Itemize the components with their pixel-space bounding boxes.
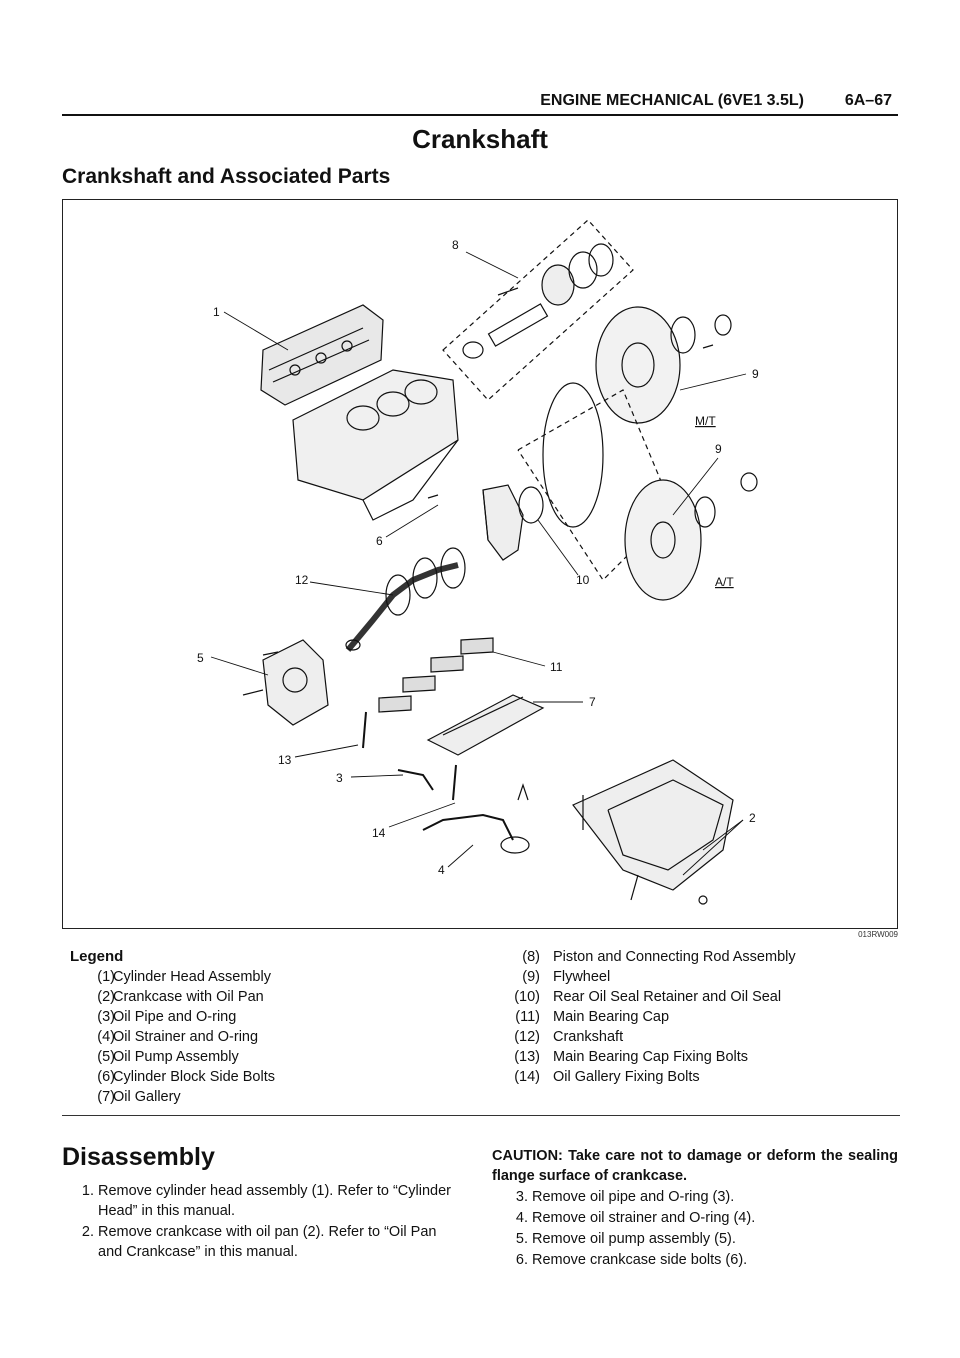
- engine-block-drawing: [292, 369, 459, 521]
- legend-right-column: (8)Piston and Connecting Rod Assembly (9…: [492, 947, 796, 1087]
- oil-gallery-drawing: [426, 694, 545, 756]
- callout-4: 4: [438, 863, 445, 877]
- legend-item: (8)Piston and Connecting Rod Assembly: [522, 949, 796, 965]
- legend-item: (3)Oil Pipe and O-ring: [97, 1009, 237, 1025]
- callout-10: 10: [576, 573, 590, 587]
- crankcase-oil-pan-drawing: [572, 759, 734, 905]
- legend-item: (10)Rear Oil Seal Retainer and Oil Seal: [514, 989, 782, 1005]
- page-number: 6A–67: [844, 92, 892, 109]
- rear-seal-retainer-drawing: [482, 484, 544, 561]
- legend-item: (5)Oil Pump Assembly: [97, 1049, 239, 1065]
- legend-item: (7)Oil Gallery: [97, 1089, 181, 1105]
- step-item: 1.Remove cylinder head assembly (1). Ref…: [81, 1183, 451, 1219]
- callout-12: 12: [295, 573, 309, 587]
- legend-item: (13)Main Bearing Cap Fixing Bolts: [514, 1049, 749, 1065]
- exploded-parts-diagram: 1 2 3 4 5 6 7 8 9 9 10 11 12 13 14 M/T A…: [62, 199, 898, 929]
- step-item: 3.Remove oil pipe and O-ring (3).: [515, 1189, 735, 1205]
- legend-item: (9)Flywheel: [522, 969, 611, 985]
- callout-11: 11: [550, 660, 563, 674]
- callout-5: 5: [197, 651, 204, 665]
- ring-gear-drawing: [542, 382, 604, 528]
- legend-item: (1)Cylinder Head Assembly: [97, 969, 271, 985]
- flywheel-mt-drawing: [595, 306, 732, 424]
- step-item: 4.Remove oil strainer and O-ring (4).: [515, 1210, 756, 1226]
- disassembly-steps-right: 3.Remove oil pipe and O-ring (3). 4.Remo…: [506, 1187, 896, 1271]
- flywheel-at-drawing: [624, 472, 758, 601]
- legend-left-column: (1)Cylinder Head Assembly (2)Crankcase w…: [70, 967, 275, 1107]
- step-item: 2.Remove crankcase with oil pan (2). Ref…: [81, 1224, 437, 1260]
- step-item: 6.Remove crankcase side bolts (6).: [515, 1252, 748, 1268]
- legend-item: (12)Crankshaft: [514, 1029, 624, 1045]
- callout-2: 2: [749, 811, 756, 825]
- callout-7: 7: [589, 695, 596, 709]
- callout-1: 1: [213, 305, 220, 319]
- oil-strainer-drawing: [422, 783, 530, 854]
- crankshaft-drawing: [345, 547, 466, 652]
- disassembly-heading: Disassembly: [62, 1143, 215, 1171]
- oil-pump-drawing: [242, 639, 329, 726]
- callout-13: 13: [278, 753, 292, 767]
- step-item: 5.Remove oil pump assembly (5).: [515, 1231, 736, 1247]
- legend-item: (6)Cylinder Block Side Bolts: [97, 1069, 275, 1085]
- legend-item: (2)Crankcase with Oil Pan: [97, 989, 264, 1005]
- legend-title: Legend: [70, 948, 124, 965]
- piston-rod-drawing: [442, 219, 634, 401]
- callout-9-mt: 9: [752, 367, 759, 381]
- page-header: ENGINE MECHANICAL (6VE1 3.5L) 6A–67: [62, 92, 898, 116]
- section-subtitle: Crankshaft and Associated Parts: [62, 165, 391, 188]
- disassembly-steps-left: 1.Remove cylinder head assembly (1). Ref…: [72, 1181, 462, 1263]
- callout-8: 8: [452, 238, 459, 252]
- caution-note: CAUTION: Take care not to damage or defo…: [492, 1148, 898, 1184]
- mt-label: M/T: [695, 414, 716, 428]
- figure-id: 013RW009: [858, 930, 898, 939]
- main-bearing-caps-drawing: [378, 637, 494, 713]
- callout-9-at: 9: [715, 442, 722, 456]
- at-label: A/T: [715, 575, 734, 589]
- callout-14: 14: [372, 826, 386, 840]
- section-title: ENGINE MECHANICAL (6VE1 3.5L): [540, 92, 804, 109]
- legend-item: (4)Oil Strainer and O-ring: [97, 1029, 259, 1045]
- page-title: Crankshaft: [412, 124, 548, 154]
- cylinder-head-drawing: [260, 304, 384, 406]
- callout-3: 3: [336, 771, 343, 785]
- callout-6: 6: [376, 534, 383, 548]
- legend-item: (11)Main Bearing Cap: [515, 1009, 670, 1025]
- section-divider: [62, 1115, 900, 1116]
- legend-item: (14)Oil Gallery Fixing Bolts: [514, 1069, 700, 1085]
